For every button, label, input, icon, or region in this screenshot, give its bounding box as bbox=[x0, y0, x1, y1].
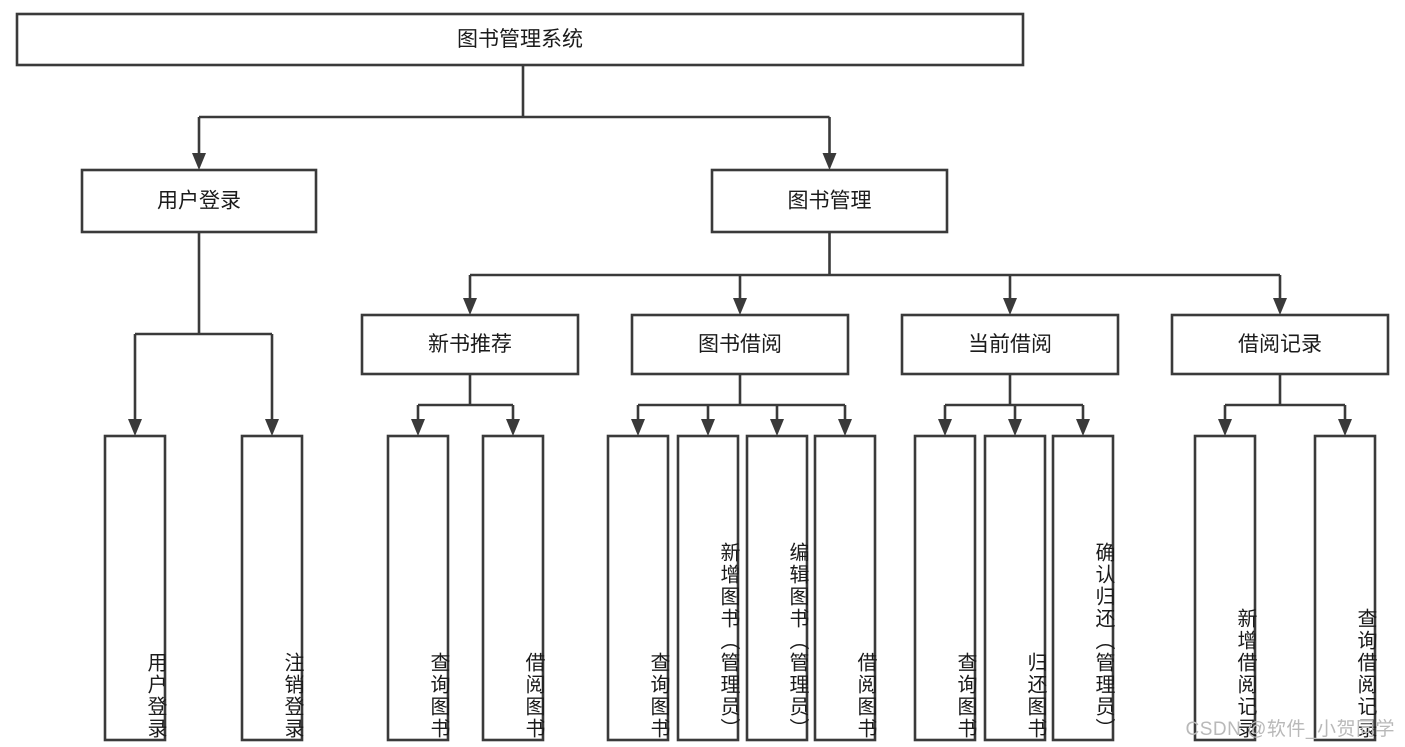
node-label-root: 图书管理系统 bbox=[457, 28, 583, 51]
arrow-head-leaf bbox=[701, 419, 715, 436]
arrow-head-leaf bbox=[265, 419, 279, 436]
node-boxes bbox=[15, 12, 1390, 742]
arrow-head-leaf bbox=[938, 419, 952, 436]
node-box-leaf-query-book-2[interactable] bbox=[606, 434, 670, 742]
csdn-watermark: CSDN @软件_小贺同学 bbox=[1185, 719, 1395, 740]
node-box-leaf-query-book-3[interactable] bbox=[913, 434, 977, 742]
node-box-leaf-borrow-book-1[interactable] bbox=[481, 434, 545, 742]
node-box-leaf-confirm-return[interactable] bbox=[1051, 434, 1115, 742]
node-box-leaf-add-record[interactable] bbox=[1193, 434, 1257, 742]
node-box-book-manage[interactable] bbox=[710, 168, 949, 234]
node-box-leaf-query-record[interactable] bbox=[1313, 434, 1377, 742]
arrow-head-leaf bbox=[1218, 419, 1232, 436]
node-box-new-book-rec[interactable] bbox=[360, 313, 580, 376]
arrow-head-l3 bbox=[733, 298, 747, 315]
arrow-head-leaf bbox=[411, 419, 425, 436]
arrow-head-leaf bbox=[128, 419, 142, 436]
node-box-leaf-return-book[interactable] bbox=[983, 434, 1047, 742]
arrow-head-leaf bbox=[506, 419, 520, 436]
node-box-user-login[interactable] bbox=[80, 168, 318, 234]
node-box-leaf-borrow-book-2[interactable] bbox=[813, 434, 877, 742]
arrow-head-l2 bbox=[192, 153, 206, 170]
arrow-head-leaf bbox=[838, 419, 852, 436]
node-label-user-login: 用户登录 bbox=[157, 190, 241, 213]
node-label-borrow-record: 借阅记录 bbox=[1238, 333, 1322, 356]
arrow-head-leaf bbox=[1008, 419, 1022, 436]
node-label-book-manage: 图书管理 bbox=[788, 190, 872, 213]
node-label-book-borrow: 图书借阅 bbox=[698, 333, 782, 356]
arrow-head-l3 bbox=[1273, 298, 1287, 315]
node-box-root[interactable] bbox=[15, 12, 1025, 67]
connector-edges bbox=[128, 65, 1352, 436]
arrow-head-l2 bbox=[822, 153, 837, 170]
node-box-leaf-query-book-1[interactable] bbox=[386, 434, 450, 742]
node-label-current-borrow: 当前借阅 bbox=[968, 333, 1052, 356]
node-box-leaf-user-login[interactable] bbox=[103, 434, 167, 742]
arrow-head-leaf bbox=[770, 419, 784, 436]
node-box-borrow-record[interactable] bbox=[1170, 313, 1390, 376]
node-box-current-borrow[interactable] bbox=[900, 313, 1120, 376]
arrow-head-l3 bbox=[463, 298, 477, 315]
node-box-leaf-add-book[interactable] bbox=[676, 434, 740, 742]
node-box-leaf-logout[interactable] bbox=[240, 434, 304, 742]
arrow-head-leaf bbox=[1338, 419, 1352, 436]
arrow-head-l3 bbox=[1003, 298, 1017, 315]
arrow-head-leaf bbox=[631, 419, 645, 436]
arrow-head-leaf bbox=[1076, 419, 1090, 436]
node-label-new-book-rec: 新书推荐 bbox=[428, 333, 512, 356]
node-box-leaf-edit-book[interactable] bbox=[745, 434, 809, 742]
node-box-book-borrow[interactable] bbox=[630, 313, 850, 376]
